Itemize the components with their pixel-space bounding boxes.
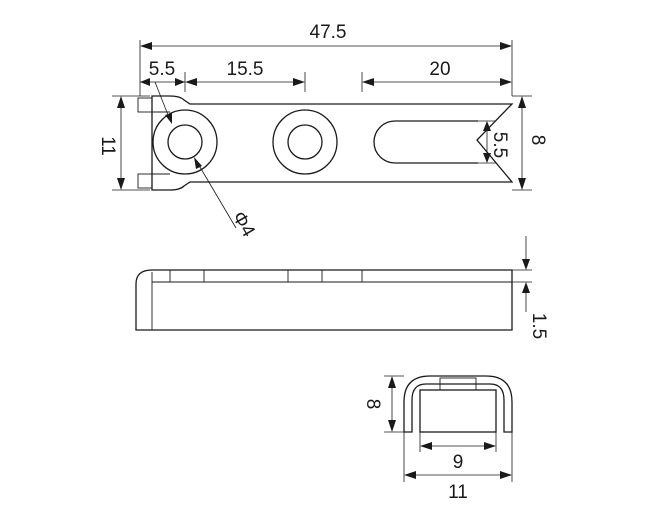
dim-outer-width: 11 <box>448 482 468 503</box>
end-view-block <box>419 389 497 433</box>
hole-1-outer <box>152 109 218 175</box>
dim-hole-spacing: 15.5 <box>227 59 264 80</box>
end-view-boss <box>439 377 477 391</box>
side-view: 1.5 <box>135 236 549 339</box>
hole-2-outer <box>272 109 338 175</box>
dim-thickness: 1.5 <box>528 313 549 339</box>
dim-overall-length: 47.5 <box>310 22 347 43</box>
dim-end-height: 8 <box>362 399 383 410</box>
hole-1-inner <box>167 124 203 160</box>
dim-width: 11 <box>97 136 118 156</box>
slot <box>373 120 478 164</box>
clip-notch-bottom <box>137 173 153 189</box>
dim-slot-length: 20 <box>429 59 450 80</box>
dim-hole-diameter: Φ4 <box>228 208 259 241</box>
hole-2-inner <box>287 124 323 160</box>
clip-notch-top <box>137 97 153 113</box>
side-boss-2 <box>287 269 323 283</box>
top-view-outline <box>151 95 514 191</box>
dim-hole-offset: 5.5 <box>149 59 175 80</box>
side-view-outline <box>135 269 513 331</box>
dim-body-height: 8 <box>527 135 548 146</box>
side-boss-1 <box>169 269 205 283</box>
end-view: 8 9 11 <box>362 375 513 503</box>
end-view-outline <box>403 375 513 433</box>
dim-inner-width: 9 <box>453 452 464 473</box>
top-view: 47.5 5.5 15.5 20 11 8 5.5 <box>97 22 548 241</box>
dim-slot-width: 5.5 <box>489 132 510 158</box>
